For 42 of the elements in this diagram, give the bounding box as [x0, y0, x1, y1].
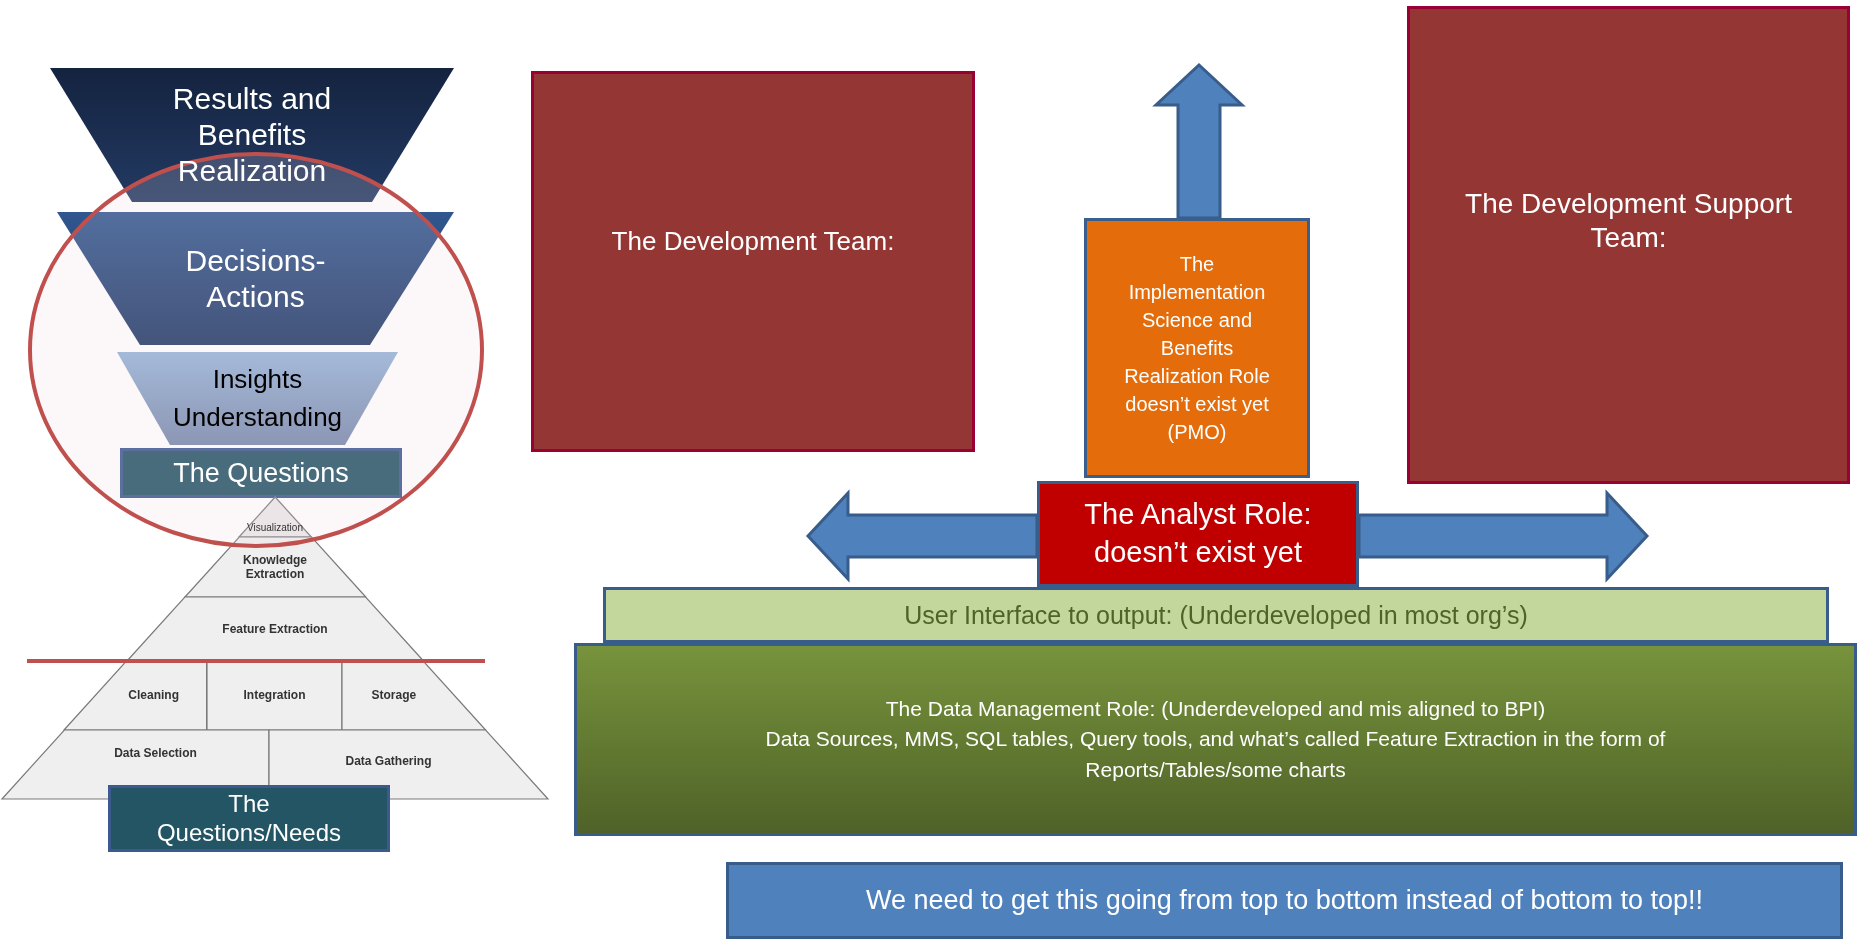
note-box: [726, 862, 1843, 939]
segment-label: Cleaning: [128, 688, 179, 703]
pyramid-layer: [64, 661, 207, 730]
pyramid-layer: [342, 661, 486, 730]
label-banner: [108, 785, 390, 852]
segment-label: Integration: [243, 688, 306, 703]
box-label: The Data Management Role: (Underdeveloped and mis aligned to BPI): [885, 695, 1546, 722]
segment-label: Feature Extraction: [222, 621, 328, 637]
segment-label: Results and Benefits Realization: [171, 81, 333, 189]
box-label: User Interface to output: (Underdeveloped in most org’s): [904, 600, 1528, 630]
segment-label: Visualization: [247, 522, 303, 534]
segment-label: Data Selection: [114, 746, 197, 761]
role-box: [1037, 481, 1359, 587]
pyramid-layer: [269, 730, 548, 799]
segment-label: Insights Understanding: [172, 362, 343, 434]
box-label: The Development Team:: [611, 226, 895, 258]
layer-bar: [603, 587, 1829, 643]
funnel-segment: [50, 68, 454, 202]
funnel-segment: [117, 352, 398, 445]
pyramid-layer: [184, 537, 366, 597]
box-label: The Development Support Team:: [1464, 187, 1793, 255]
team-box: [1407, 6, 1850, 484]
box-label: We need to get this going from top to bottom instead of bottom to top!!: [866, 884, 1703, 917]
segment-label: Data Gathering: [345, 754, 432, 769]
box-label: The Analyst Role: doesn’t exist yet: [1083, 497, 1313, 570]
segment-label: Knowledge Extraction: [241, 552, 308, 582]
segment-label: Decisions- Actions: [184, 242, 327, 315]
pyramid-layer: [126, 597, 424, 661]
block-arrow: [1357, 489, 1650, 583]
box-label: Data Sources, MMS, SQL tables, Query tools, and what’s called Feature Extraction in the form of Reports/Tables/some charts: [764, 726, 1667, 783]
role-box: [1084, 218, 1310, 478]
label-banner: [120, 448, 402, 498]
box-label: The Questions: [173, 456, 349, 490]
pyramid-layer: [207, 661, 342, 730]
team-box: [531, 71, 975, 452]
funnel-segment: [57, 212, 454, 345]
layer-bar: [574, 643, 1857, 836]
box-label: The Questions/Needs: [155, 789, 343, 848]
block-arrow: [805, 489, 1039, 583]
block-arrow: [1152, 62, 1246, 220]
segment-label: Storage: [371, 688, 417, 703]
box-label: The Implementation Science and Benefits Realization Role doesn’t exist yet (PMO): [1123, 252, 1271, 445]
